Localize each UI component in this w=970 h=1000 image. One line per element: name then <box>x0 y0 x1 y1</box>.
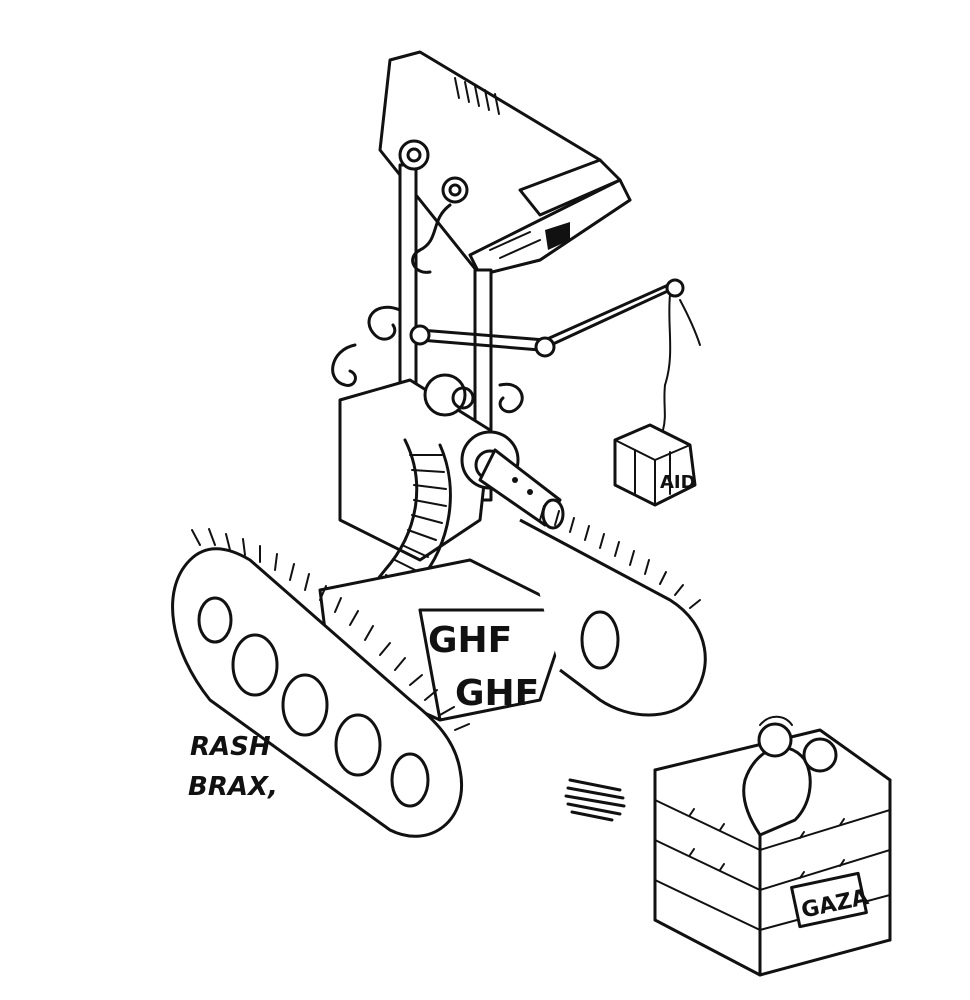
artist-signature: RASH BRAX, <box>188 732 278 802</box>
aid-package: AID <box>613 423 697 507</box>
gaza-enclosure: GAZA <box>653 715 892 977</box>
signature-line-2: BRAX, <box>188 772 278 802</box>
signature-line-1: RASH <box>190 732 271 762</box>
left-tank-track <box>171 528 470 838</box>
ghf-top-label: GHF <box>428 620 512 661</box>
robot-arm <box>409 278 701 431</box>
right-tank-track <box>519 505 707 717</box>
ground-shadow <box>564 778 626 822</box>
ghf-front-label: GHF <box>455 673 539 714</box>
robot-head <box>378 50 632 277</box>
aid-label: AID <box>660 472 696 493</box>
